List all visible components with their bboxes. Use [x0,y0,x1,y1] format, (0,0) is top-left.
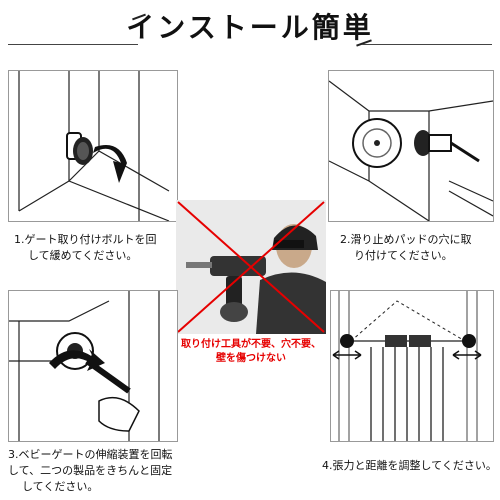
step-4-caption: 4.張力と距離を調整してください。 [322,458,500,474]
no-drill-caption-line2: 壁を傷つけない [216,353,286,364]
step-3-line1: 3.ベビーゲートの伸縮装置を回転 [8,448,173,461]
step-4-line1: 4.張力と距離を調整してください。 [322,459,497,472]
step-4-illustration [330,290,494,442]
step-1-illustration [8,70,178,222]
page-title: インストール簡単 [126,11,374,44]
rotate-arrow-icon [93,145,127,183]
title-rule-left [8,44,138,45]
step-3-caption: 3.ベビーゲートの伸縮装置を回転 して、二つの製品をきちんと固定 してください。 [8,447,188,495]
step-1-line1: 1.ゲート取り付けボルトを回 [14,233,157,246]
step-2-caption: 2.滑り止めパッドの穴に取 り付けてください。 [340,232,500,264]
step-3-line2: して、二つの製品をきちんと固定 [8,464,173,477]
title-rule-right [362,44,492,45]
step-3-illustration [8,290,178,442]
step-2-line1: 2.滑り止めパッドの穴に取 [340,233,472,246]
step-1-line2: して緩めてください。 [28,249,138,262]
gate-bolt-icon [66,132,93,165]
gate-bars [351,340,465,441]
pad-icon [352,118,402,168]
step-3-line3: してください。 [22,480,99,493]
no-drill-caption-line1: 取り付け工具が不要、穴不要、 [181,339,321,350]
step-2-line2: り付けてください。 [354,249,453,262]
step-2-illustration [328,70,494,222]
header: インストール簡単 [0,6,500,50]
rotate-arrow-icon [49,349,105,371]
distance-arrow-icon [332,334,482,360]
step-1-caption: 1.ゲート取り付けボルトを回 して緩めてください。 [14,232,184,264]
no-drill-caption: 取り付け工具が不要、穴不要、 壁を傷つけない [176,338,326,366]
bolt-icon [414,130,480,163]
triangle-guide [350,300,466,342]
no-drill-illustration [176,200,326,334]
hand-icon [98,396,140,432]
